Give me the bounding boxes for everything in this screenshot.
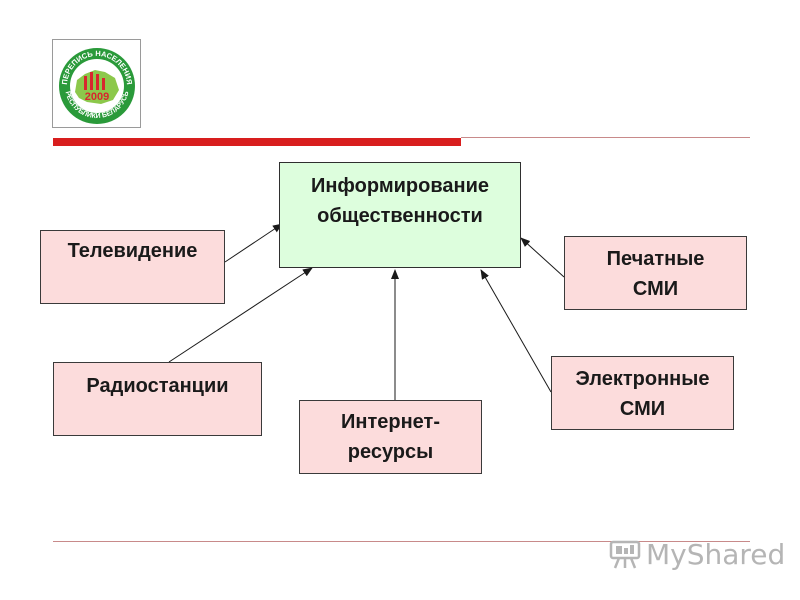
node-internet: Интернет- ресурсы [299, 400, 482, 474]
node-radio-label: Радиостанции [86, 375, 229, 397]
watermark: MyShared [608, 536, 785, 572]
header-red-bar [53, 138, 461, 146]
arrow-radio [168, 267, 313, 363]
footer-divider [53, 541, 750, 542]
center-node-label: Информирование общественности [310, 175, 490, 227]
arrow-electronic [480, 269, 552, 393]
node-electronic: Электронные СМИ [551, 356, 734, 430]
logo-year: 2009 [85, 91, 109, 103]
node-tv-label: Телевидение [67, 240, 198, 262]
node-tv: Телевидение [40, 230, 225, 304]
projector-icon [609, 540, 641, 569]
watermark-text: MyShared [646, 537, 786, 571]
node-electronic-label: Электронные СМИ [575, 368, 710, 420]
census-logo: 2009 ПЕРЕПИСЬ НАСЕЛЕНИЯ РЕСПУБЛИКИ БЕЛАР… [52, 39, 141, 128]
arrow-tv [224, 223, 283, 263]
node-print: Печатные СМИ [564, 236, 747, 310]
center-node: Информирование общественности [279, 162, 521, 268]
header-divider [461, 137, 750, 138]
node-radio: Радиостанции [53, 362, 262, 436]
arrow-print [520, 237, 565, 278]
node-print-label: Печатные СМИ [606, 248, 705, 300]
node-internet-label: Интернет- ресурсы [341, 411, 440, 463]
